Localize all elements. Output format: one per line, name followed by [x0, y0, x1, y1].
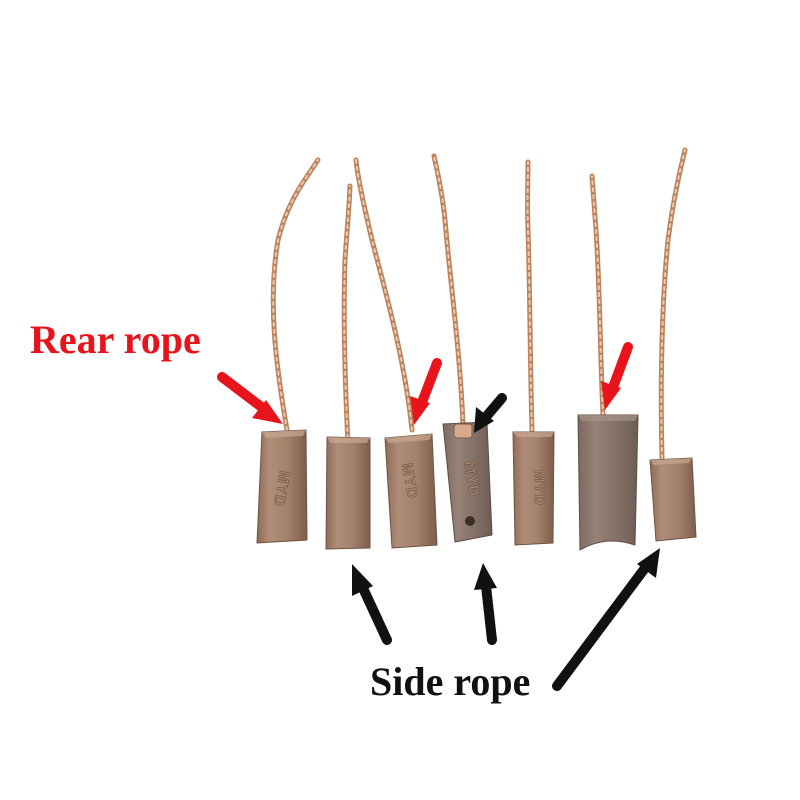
rear-rope-label: Rear rope: [30, 317, 201, 362]
brush-6: [577, 414, 639, 551]
black-arrow-icon: [552, 548, 660, 691]
rivet-hole-icon: [465, 516, 475, 526]
brush-1: MYD: [256, 429, 308, 544]
red-arrow-icon: [410, 358, 442, 425]
side-rope-arrows: [352, 393, 660, 691]
brush-3: MYD: [384, 433, 438, 549]
wire-clip-icon: [453, 423, 473, 439]
black-arrow-icon: [474, 393, 507, 433]
red-arrow-icon: [217, 372, 283, 424]
black-arrow-icon: [352, 564, 392, 645]
brush-2: [325, 436, 371, 550]
red-arrow-icon: [601, 342, 633, 410]
brush-3-marking: MYD: [398, 462, 421, 501]
rear-rope-arrows: [217, 342, 633, 425]
brush-7: [649, 457, 697, 542]
brush-5-marking: MYD: [531, 470, 548, 506]
black-arrow-icon: [474, 563, 497, 645]
side-rope-label: Side rope: [370, 659, 531, 704]
brush-4: MYD: [442, 421, 493, 543]
brush-5: MYD: [512, 431, 555, 546]
brush-4-marking: MYD: [460, 460, 483, 499]
brush-1-marking: MYD: [270, 469, 293, 508]
copper-wires: [270, 147, 688, 461]
